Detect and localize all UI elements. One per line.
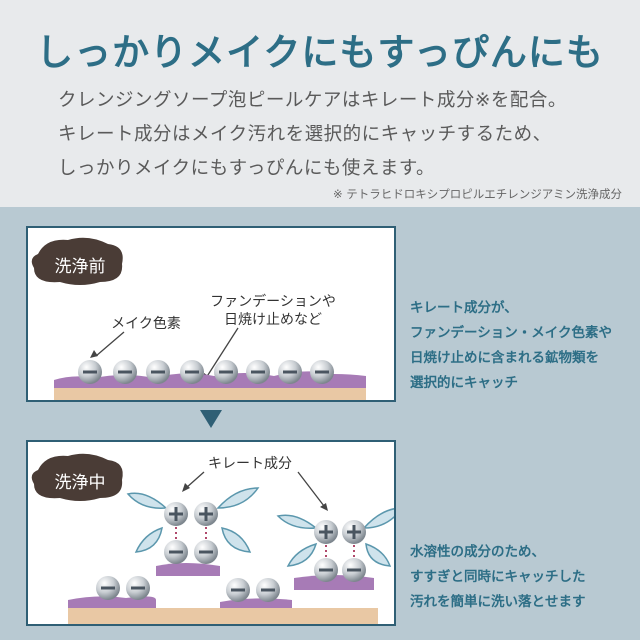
badge-during: 洗浄中 [55, 473, 106, 493]
label-foundation-1: ファンデーションや [210, 293, 336, 310]
label-makeup: メイク色素 [111, 315, 181, 332]
pointer-makeup [95, 331, 125, 357]
side-text-before: キレート成分が、 ファンデーション・メイク色素や 日焼け止めに含まれる鉱物類を … [410, 300, 612, 391]
before-diagram: 洗浄前 メイク色素 ファンデーションや 日焼け止めなど [31, 237, 366, 400]
header-area [0, 0, 640, 207]
label-chelate: キレート成分 [208, 456, 292, 472]
label-foundation-2: 日焼け止めなど [224, 312, 322, 328]
plus-ion-icon [164, 502, 366, 544]
description-line-1: クレンジングソープ泡ピールケアはキレート成分※を配合。 [58, 90, 567, 111]
skin-layer [68, 608, 378, 624]
description-line-3: しっかりメイクにもすっぴんにも使えます。 [58, 158, 436, 179]
bond-lines [175, 527, 355, 558]
description-line-2: キレート成分はメイク汚れを選択的にキャッチするため、 [58, 124, 552, 145]
panel-before-cleansing: 洗浄前 メイク色素 ファンデーションや 日焼け止めなど [26, 226, 396, 402]
arrow-down-icon [200, 410, 222, 428]
headline: しっかりメイクにもすっぴんにも [36, 31, 604, 74]
pointer-foundation [205, 327, 239, 379]
badge-before: 洗浄前 [55, 257, 106, 277]
leaf-icon [126, 487, 394, 567]
during-diagram: 洗浄中 キレート成分 [31, 453, 394, 624]
minus-ion-icon [78, 360, 334, 384]
skin-layer [54, 388, 366, 400]
footnote: ※ テトラヒドロキシプロピルエチレンジアミン洗浄成分 [332, 187, 622, 201]
panel-during-cleansing: 洗浄中 キレート成分 [26, 440, 396, 626]
side-text-during: 水溶性の成分のため、 すすぎと同時にキャッチした 汚れを簡単に洗い落とせます [410, 544, 586, 610]
minus-ion-icon [96, 540, 366, 602]
badge-shape [31, 453, 123, 501]
badge-shape [31, 237, 123, 285]
